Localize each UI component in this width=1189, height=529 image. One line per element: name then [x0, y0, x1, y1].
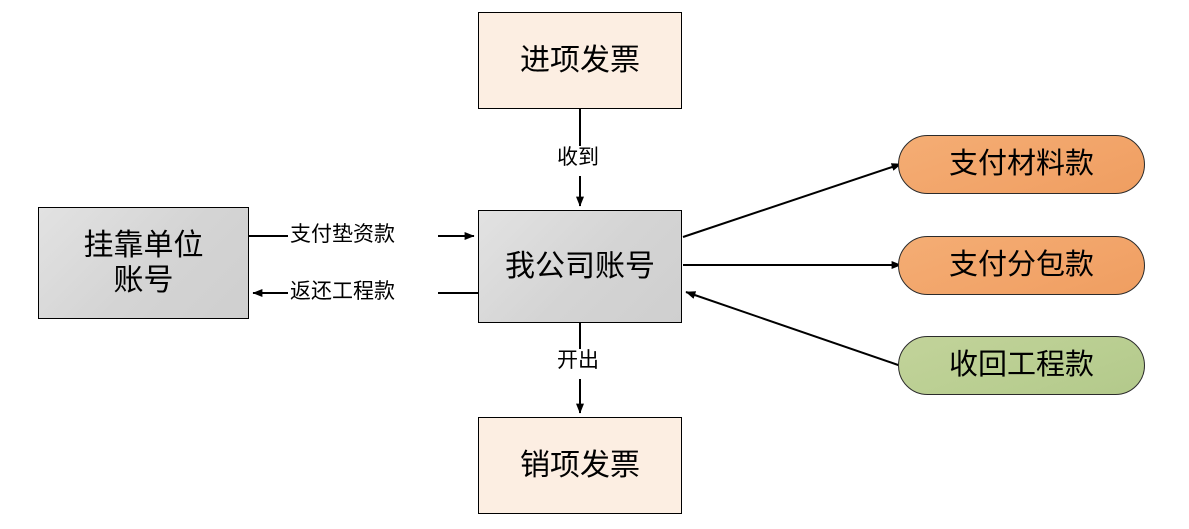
node-recover-project-fee[interactable]: 收回工程款: [898, 336, 1145, 395]
edge-to-material: [682, 163, 902, 238]
node-output-invoice-label: 销项发票: [520, 448, 640, 482]
edge-label-issued: 开出: [555, 348, 601, 372]
node-our-company-account[interactable]: 我公司账号: [478, 210, 682, 323]
node-pay-subcontract-fee[interactable]: 支付分包款: [898, 236, 1145, 295]
edge-label-received: 收到: [555, 145, 601, 169]
edge-label-return-project-fee: 返还工程款: [288, 279, 397, 303]
node-pay-subcontract-fee-label: 支付分包款: [948, 249, 1094, 282]
node-affiliated-unit-account-label: 挂靠单位 账号: [83, 228, 204, 297]
node-our-company-account-label: 我公司账号: [505, 249, 655, 283]
edge-label-pay-advance: 支付垫资款: [288, 222, 397, 246]
node-recover-project-fee-label: 收回工程款: [948, 349, 1094, 382]
node-pay-material-fee-label: 支付材料款: [948, 148, 1094, 181]
node-input-invoice[interactable]: 进项发票: [478, 12, 682, 109]
edge-from-recover: [685, 291, 902, 367]
node-output-invoice[interactable]: 销项发票: [478, 417, 682, 514]
node-pay-material-fee[interactable]: 支付材料款: [898, 135, 1145, 194]
node-affiliated-unit-account[interactable]: 挂靠单位 账号: [38, 207, 249, 319]
node-input-invoice-label: 进项发票: [520, 43, 640, 77]
